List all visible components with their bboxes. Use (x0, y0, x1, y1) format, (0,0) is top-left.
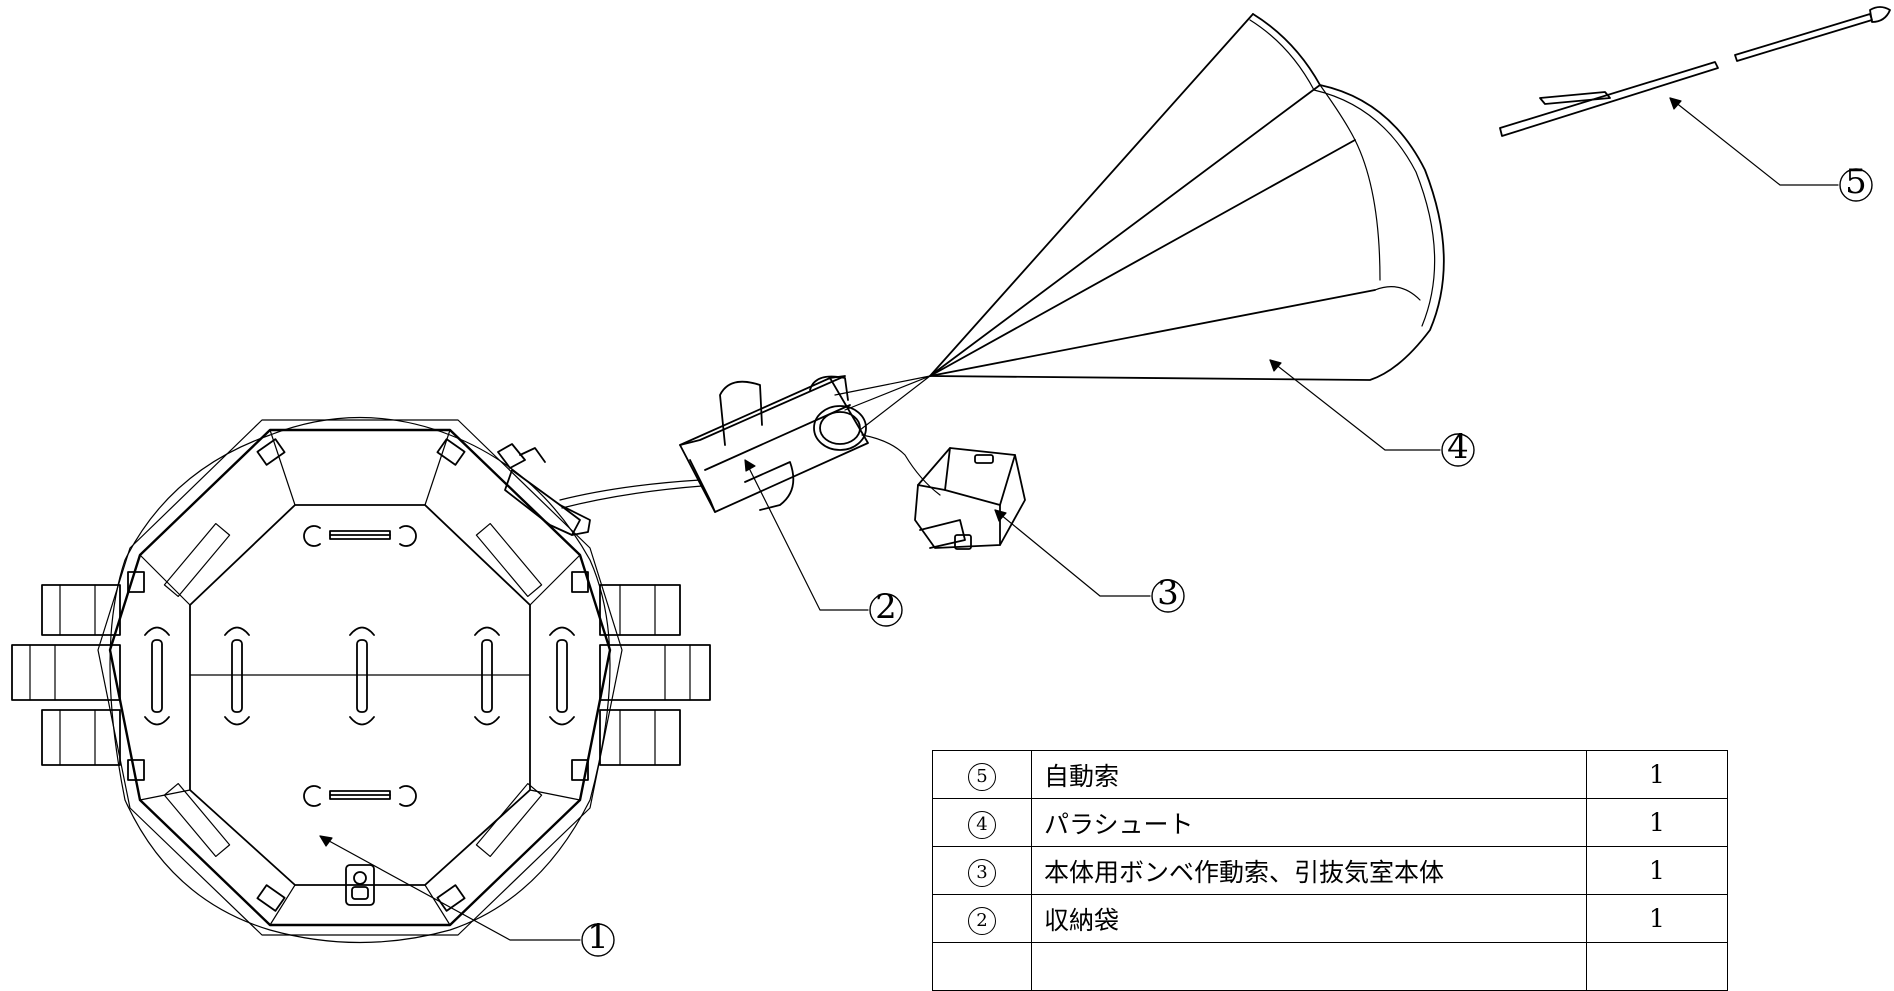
part-name: 収納袋 (1031, 894, 1587, 943)
callout-2: 2 (869, 587, 903, 627)
callout-5: 5 (1839, 162, 1873, 202)
table-row: 3 本体用ボンベ作動索、引抜気室本体 1 (932, 846, 1728, 895)
connecting-line (559, 479, 703, 509)
part-qty: 1 (1586, 750, 1728, 799)
part-number: 2 (968, 906, 996, 935)
part-name: 自動索 (1031, 750, 1587, 799)
table-row: 2 収納袋 1 (932, 894, 1728, 943)
callout-5-label: 5 (1845, 162, 1867, 202)
actuation-box (914, 447, 1026, 550)
table-row (932, 942, 1728, 991)
callout-2-label: 2 (875, 587, 897, 627)
table-row: 4 パラシュート 1 (932, 798, 1728, 847)
part-qty (1586, 942, 1728, 991)
part-name (1031, 942, 1587, 991)
part-number: 5 (968, 762, 996, 791)
part-qty: 1 (1586, 798, 1728, 847)
leader-lines (319, 97, 1839, 941)
part-number: 4 (968, 810, 996, 839)
bag-ring (813, 405, 867, 451)
part-name: 本体用ボンベ作動索、引抜気室本体 (1031, 846, 1587, 895)
container-fitting (497, 443, 591, 536)
raft-body (11, 416, 711, 944)
part-qty: 1 (1586, 846, 1728, 895)
technical-drawing: 1 2 3 4 5 (11, 6, 1891, 957)
actuation-line (861, 434, 941, 496)
part-number: 3 (968, 858, 996, 887)
part-qty: 1 (1586, 894, 1728, 943)
table-row: 5 自動索 1 (932, 750, 1728, 799)
callout-4: 4 (1441, 427, 1475, 467)
parachute (834, 13, 1445, 431)
callout-3: 3 (1151, 573, 1185, 613)
callout-4-label: 4 (1447, 427, 1469, 467)
callout-1-label: 1 (587, 917, 609, 957)
part-number-empty (932, 942, 1032, 991)
raft-side-pods-left (11, 584, 121, 766)
parts-table: 5 自動索 1 4 パラシュート 1 3 本体用ボンベ作動索、引抜気室本体 1 … (932, 750, 1728, 991)
automatic-line (1499, 6, 1891, 137)
callout-3-label: 3 (1157, 573, 1179, 613)
part-name: パラシュート (1031, 798, 1587, 847)
callout-1: 1 (581, 917, 615, 957)
